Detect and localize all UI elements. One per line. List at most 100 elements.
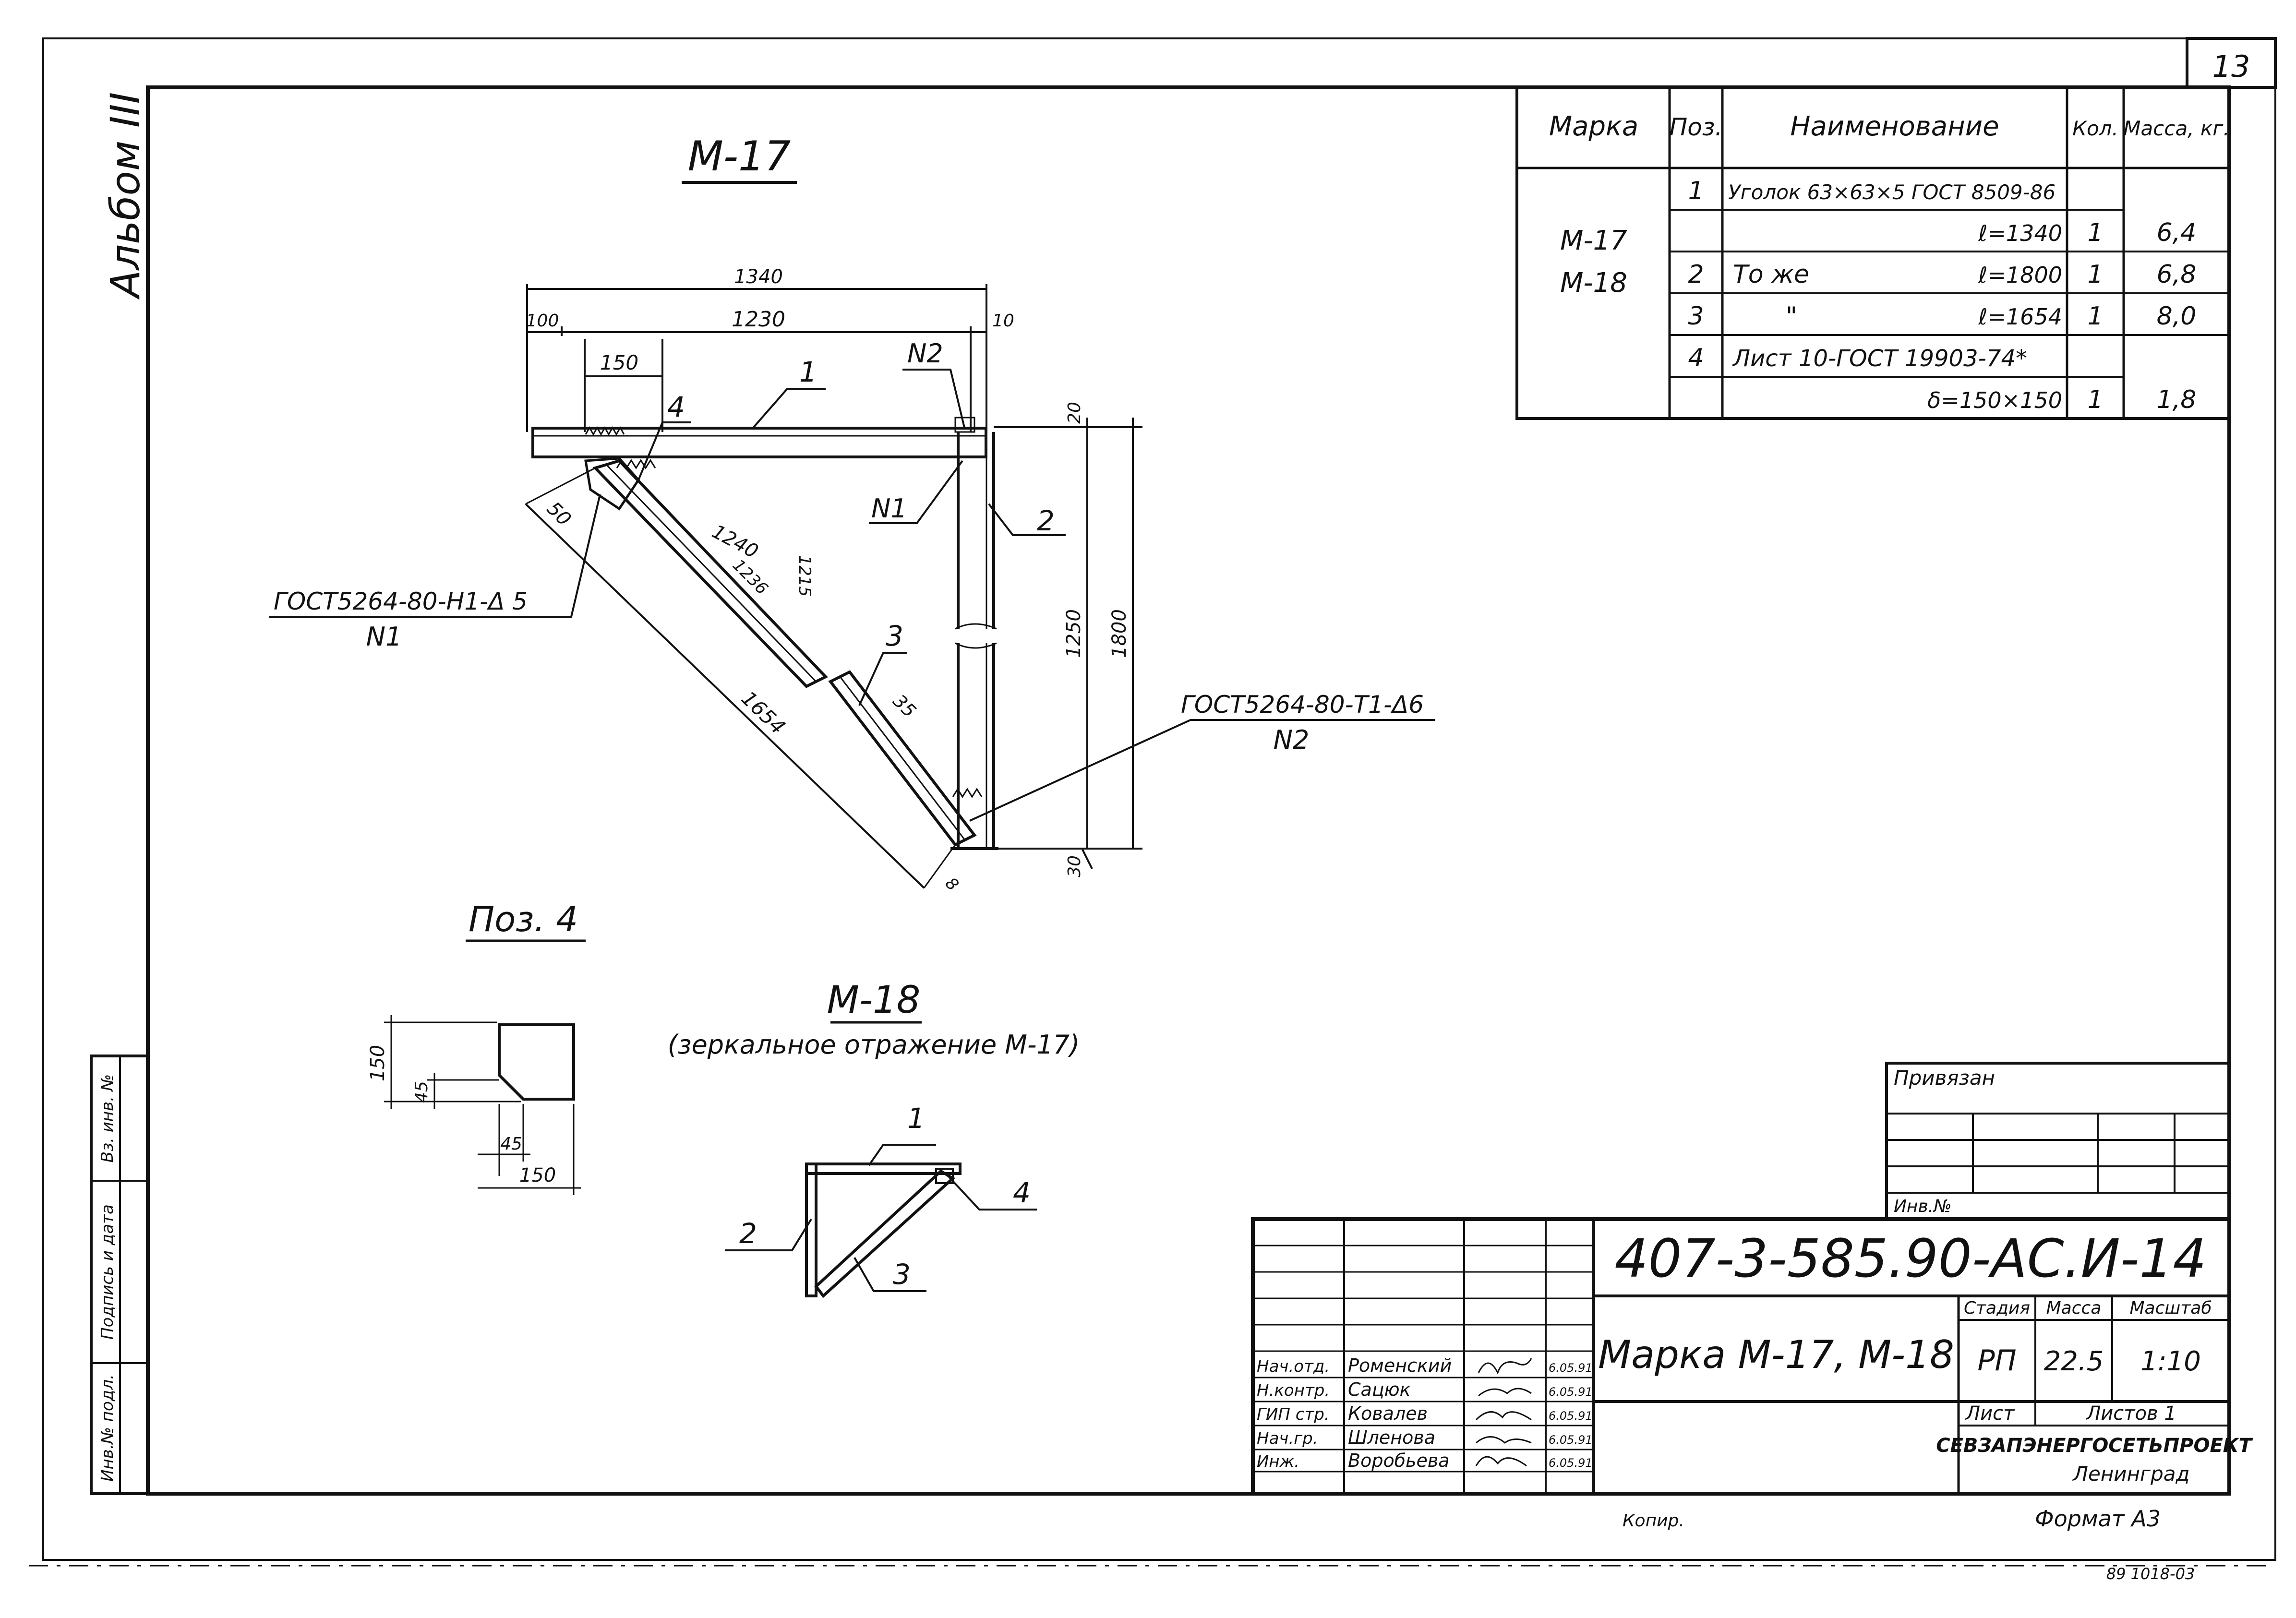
signer-row-5: Инж. Воробьева 6.05.91 (1257, 1450, 1593, 1471)
m18-callout-2: 2 (739, 1217, 757, 1250)
signer-4-role: Нач.гр. (1257, 1429, 1318, 1448)
signer-5-role: Инж. (1257, 1452, 1299, 1471)
signer-2-name: Сацюк (1348, 1379, 1411, 1400)
spec-row-2: ℓ=1340 1 6,4 (1978, 218, 2196, 247)
signer-4-date: 6.05.91 (1549, 1433, 1593, 1447)
m17-dim-right: 10 (992, 311, 1014, 331)
signer-5-date: 6.05.91 (1549, 1456, 1593, 1470)
signer-row-3: ГИП стр. Ковалев 6.05.91 (1257, 1403, 1593, 1424)
spec-mark-m17: М-17 (1560, 225, 1627, 256)
mass-value: 22.5 (2044, 1346, 2104, 1377)
m18-leader-lines (725, 1144, 1037, 1292)
outer-frame (42, 37, 2276, 1561)
album-label: Альбом III (102, 92, 149, 300)
signer-row-4: Нач.гр. Шленова 6.05.91 (1257, 1427, 1593, 1448)
m17-dim-bot30: 30 (1065, 855, 1084, 877)
spec-row-2-length: ℓ=1340 (1978, 220, 2062, 246)
m18-sketch (805, 1163, 962, 1298)
pos4-dim-lines (384, 1015, 581, 1195)
m17-dim-total: 1340 (734, 266, 783, 288)
m17-dim-vertical-lines (994, 418, 1142, 869)
spec-header-qty: Кол. (2072, 117, 2118, 140)
spec-mark-m18: М-18 (1560, 267, 1627, 299)
m17-dim-1240: 1240 (708, 520, 761, 563)
stage-value: РП (1977, 1344, 2016, 1378)
sheet-number-box (2186, 37, 2277, 89)
m17-dim-1800: 1800 (1108, 609, 1130, 658)
m17-dim-150: 150 (600, 351, 638, 374)
signer-4-name: Шленова (1348, 1427, 1435, 1448)
m17-node-n2: N2 (907, 338, 943, 369)
spec-row-3-length: ℓ=1800 (1978, 262, 2062, 288)
spec-row-3-name: То же (1733, 260, 1809, 289)
signer-row-1: Нач.отд. Роменский 6.05.91 (1257, 1355, 1593, 1376)
inner-frame (146, 85, 2231, 1496)
spec-row-1-pos: 1 (1688, 177, 1704, 205)
title-block (1251, 1217, 2231, 1496)
bottom-code: 89 1018-03 (2106, 1565, 2195, 1583)
priviazan-inv-no: Инв.№ (1894, 1197, 1952, 1216)
signer-1-date: 6.05.91 (1549, 1361, 1593, 1375)
scale-value: 1:10 (2140, 1346, 2201, 1377)
m18-callout-4: 4 (1013, 1176, 1031, 1209)
spec-row-4-mass: 8,0 (2157, 302, 2197, 331)
spec-row-4-name: " (1786, 302, 1797, 331)
m17-part-4-plate (584, 457, 640, 511)
spec-row-4: 3 " ℓ=1654 1 8,0 (1688, 302, 2196, 331)
pos4-dim-45v: 45 (412, 1081, 432, 1103)
m17-callout-1: 1 (799, 356, 817, 388)
m18-title: М-18 (827, 979, 921, 1022)
side-stamp-inv-orig: Инв.№ подл. (98, 1374, 117, 1482)
copied-label: Копир. (1623, 1511, 1684, 1531)
spec-header-mass: Масса, кг. (2123, 117, 2229, 140)
signer-2-date: 6.05.91 (1549, 1385, 1593, 1399)
format-label: Формат А3 (2035, 1506, 2161, 1532)
spec-row-6-mass: 1,8 (2157, 385, 2197, 414)
spec-row-1-name: Уголок 63×63×5 ГОСТ 8509-86 (1728, 180, 2056, 204)
scale-label: Масштаб (2129, 1298, 2212, 1318)
signer-5-name: Воробьева (1348, 1450, 1450, 1471)
m17-weld-hatching (616, 459, 983, 798)
signer-row-2: Н.контр. Сацюк 6.05.91 (1257, 1379, 1593, 1400)
signer-1-name: Роменский (1348, 1355, 1452, 1376)
side-stamp-sign-date: Подпись и дата (98, 1204, 117, 1340)
spec-header-pos: Поз. (1670, 113, 1723, 141)
spec-row-3-qty: 1 (2087, 260, 2103, 289)
spec-row-5-pos: 4 (1688, 344, 1704, 372)
spec-header-name: Наименование (1790, 111, 1999, 142)
m17-callout-4: 4 (667, 391, 685, 423)
m17-dim-1215: 1215 (795, 555, 814, 597)
spec-row-4-pos: 3 (1688, 302, 1704, 331)
pos4-dim-45h: 45 (500, 1134, 522, 1154)
spec-row-6-length: δ=150×150 (1927, 387, 2062, 413)
m17-callout-2: 2 (1037, 504, 1055, 537)
side-stamp (90, 1055, 149, 1495)
org-city: Ленинград (2072, 1462, 2189, 1486)
spec-row-6: δ=150×150 1 1,8 (1927, 385, 2196, 414)
spec-row-4-qty: 1 (2087, 302, 2103, 331)
priviazan-title: Привязан (1894, 1066, 1995, 1090)
m17-dim-35: 35 (889, 690, 920, 721)
signer-3-role: ГИП стр. (1257, 1405, 1330, 1424)
spec-row-2-qty: 1 (2087, 218, 2103, 247)
stage-label: Стадия (1964, 1298, 2030, 1318)
pos4-plate-outline (498, 1023, 575, 1101)
sheets-label: Листов 1 (2085, 1402, 2176, 1425)
m18-subtitle: (зеркальное отражение М-17) (668, 1030, 1080, 1060)
signer-1-role: Нач.отд. (1257, 1357, 1330, 1376)
m17-weld-2-text: ГОСТ5264-80-Т1-Δ6 (1181, 691, 1424, 719)
m17-node-n1: N1 (871, 493, 907, 524)
m17-callout-3: 3 (886, 620, 903, 652)
m18-callout-1: 1 (907, 1102, 925, 1135)
spec-row-3: 2 То же ℓ=1800 1 6,8 (1688, 260, 2196, 289)
mass-label: Масса (2046, 1298, 2102, 1318)
signer-3-name: Ковалев (1348, 1403, 1428, 1424)
m17-weld-1-text: ГОСТ5264-80-Н1-Δ 5 (274, 587, 528, 615)
spec-row-5-name: Лист 10-ГОСТ 19903-74* (1732, 345, 2027, 372)
spec-row-3-mass: 6,8 (2157, 260, 2197, 289)
m17-part-1-angle (531, 417, 987, 458)
spec-row-1: 1 Уголок 63×63×5 ГОСТ 8509-86 (1688, 177, 2056, 205)
m17-weld-2-node: N2 (1274, 725, 1310, 755)
m17-title: М-17 (688, 132, 791, 180)
m17-dim-mid: 1230 (732, 307, 785, 332)
